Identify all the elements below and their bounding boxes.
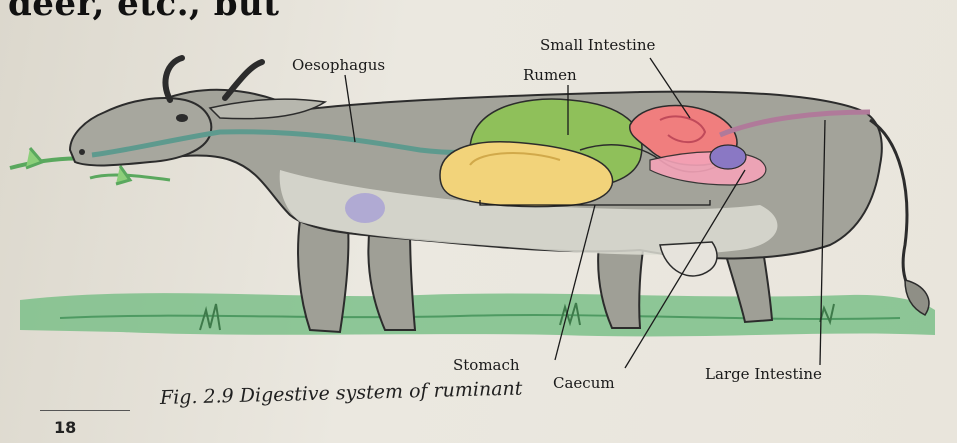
label-caecum: Caecum xyxy=(553,374,615,392)
page-rule xyxy=(40,410,130,411)
page-number: 18 xyxy=(54,418,76,437)
label-large-intestine: Large Intestine xyxy=(705,365,822,383)
caecum-organ xyxy=(710,145,746,169)
label-rumen: Rumen xyxy=(523,66,577,84)
label-stomach: Stomach xyxy=(453,356,520,374)
label-small-intestine: Small Intestine xyxy=(540,36,655,54)
label-oesophagus: Oesophagus xyxy=(292,56,385,74)
grass-ground xyxy=(20,293,935,336)
